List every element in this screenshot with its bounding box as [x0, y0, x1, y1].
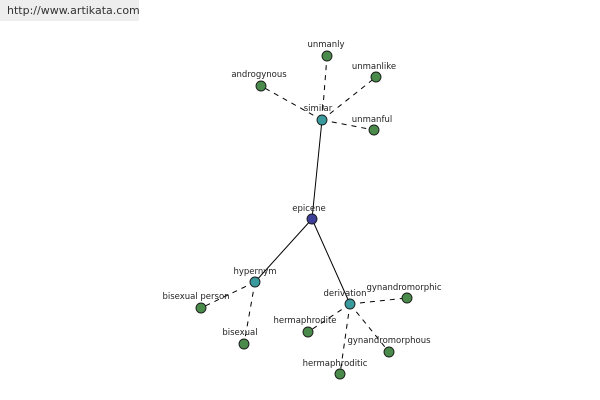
edge-hypernym-bisexual: [243, 281, 256, 345]
edges-layer: [200, 55, 408, 375]
node-androgynous-dot[interactable]: [255, 80, 267, 92]
node-bisexual-person-dot[interactable]: [195, 302, 207, 314]
edge-similar-unmanful: [321, 119, 375, 131]
node-unmanful[interactable]: unmanful: [352, 115, 392, 136]
edge-epicene-hypernym: [254, 218, 313, 283]
node-unmanlike-dot[interactable]: [370, 71, 382, 83]
node-derivation-dot[interactable]: [344, 298, 356, 310]
node-epicene-dot[interactable]: [306, 213, 318, 225]
edge-derivation-gynandromorphous: [349, 303, 390, 353]
edge-epicene-derivation: [311, 218, 351, 305]
node-bisexual-person-label[interactable]: bisexual person: [162, 292, 229, 302]
node-hermaphroditic-dot[interactable]: [334, 368, 346, 380]
node-unmanly[interactable]: unmanly: [307, 40, 345, 62]
node-epicene-label[interactable]: epicene: [292, 204, 326, 214]
url-bar[interactable]: http://www.artikata.com: [0, 0, 140, 21]
node-similar-label[interactable]: similar: [304, 104, 333, 114]
node-gynandromorphic[interactable]: gynandromorphic: [366, 283, 442, 304]
node-hermaphrodite-label[interactable]: hermaphrodite: [273, 316, 336, 326]
edge-similar-unmanlike: [321, 76, 377, 121]
node-unmanly-dot[interactable]: [321, 50, 333, 62]
node-bisexual-label[interactable]: bisexual: [222, 328, 257, 338]
node-hermaphrodite[interactable]: hermaphrodite: [273, 316, 337, 338]
node-hermaphroditic-label[interactable]: hermaphroditic: [303, 359, 368, 369]
node-hypernym-label[interactable]: hypernym: [233, 267, 276, 277]
node-gynandromorphous-dot[interactable]: [383, 346, 395, 358]
nodes-layer: epicene similar hypernym derivation unmanly u…: [162, 40, 442, 380]
node-gynandromorphous[interactable]: gynandromorphous: [347, 336, 431, 358]
node-bisexual-dot[interactable]: [238, 338, 250, 350]
node-hermaphrodite-dot[interactable]: [302, 326, 314, 338]
node-bisexual-person[interactable]: bisexual person: [162, 292, 230, 314]
node-unmanly-label[interactable]: unmanly: [307, 40, 344, 50]
edge-similar-androgynous: [260, 85, 323, 121]
node-similar-dot[interactable]: [316, 114, 328, 126]
node-unmanlike[interactable]: unmanlike: [352, 62, 396, 83]
node-derivation[interactable]: derivation: [323, 289, 367, 310]
node-hermaphroditic[interactable]: hermaphroditic: [303, 359, 368, 380]
edge-derivation-hermaphroditic: [339, 303, 351, 375]
node-epicene[interactable]: epicene: [292, 204, 326, 225]
url-text[interactable]: http://www.artikata.com: [7, 4, 140, 17]
node-androgynous-label[interactable]: androgynous: [231, 70, 287, 80]
node-unmanlike-label[interactable]: unmanlike: [352, 62, 396, 72]
node-gynandromorphic-label[interactable]: gynandromorphic: [366, 283, 441, 293]
node-unmanful-label[interactable]: unmanful: [352, 115, 392, 125]
node-androgynous[interactable]: androgynous: [231, 70, 287, 92]
node-hypernym[interactable]: hypernym: [233, 267, 277, 288]
edge-similar-unmanly: [321, 55, 328, 121]
node-gynandromorphic-dot[interactable]: [401, 292, 413, 304]
edge-epicene-similar: [311, 119, 323, 220]
node-hypernym-dot[interactable]: [249, 276, 261, 288]
node-gynandromorphous-label[interactable]: gynandromorphous: [347, 336, 431, 346]
node-derivation-label[interactable]: derivation: [323, 289, 366, 299]
node-unmanful-dot[interactable]: [368, 124, 380, 136]
edge-derivation-hermaphrodite: [307, 303, 351, 333]
node-similar[interactable]: similar: [304, 104, 333, 126]
node-bisexual[interactable]: bisexual: [222, 328, 258, 350]
